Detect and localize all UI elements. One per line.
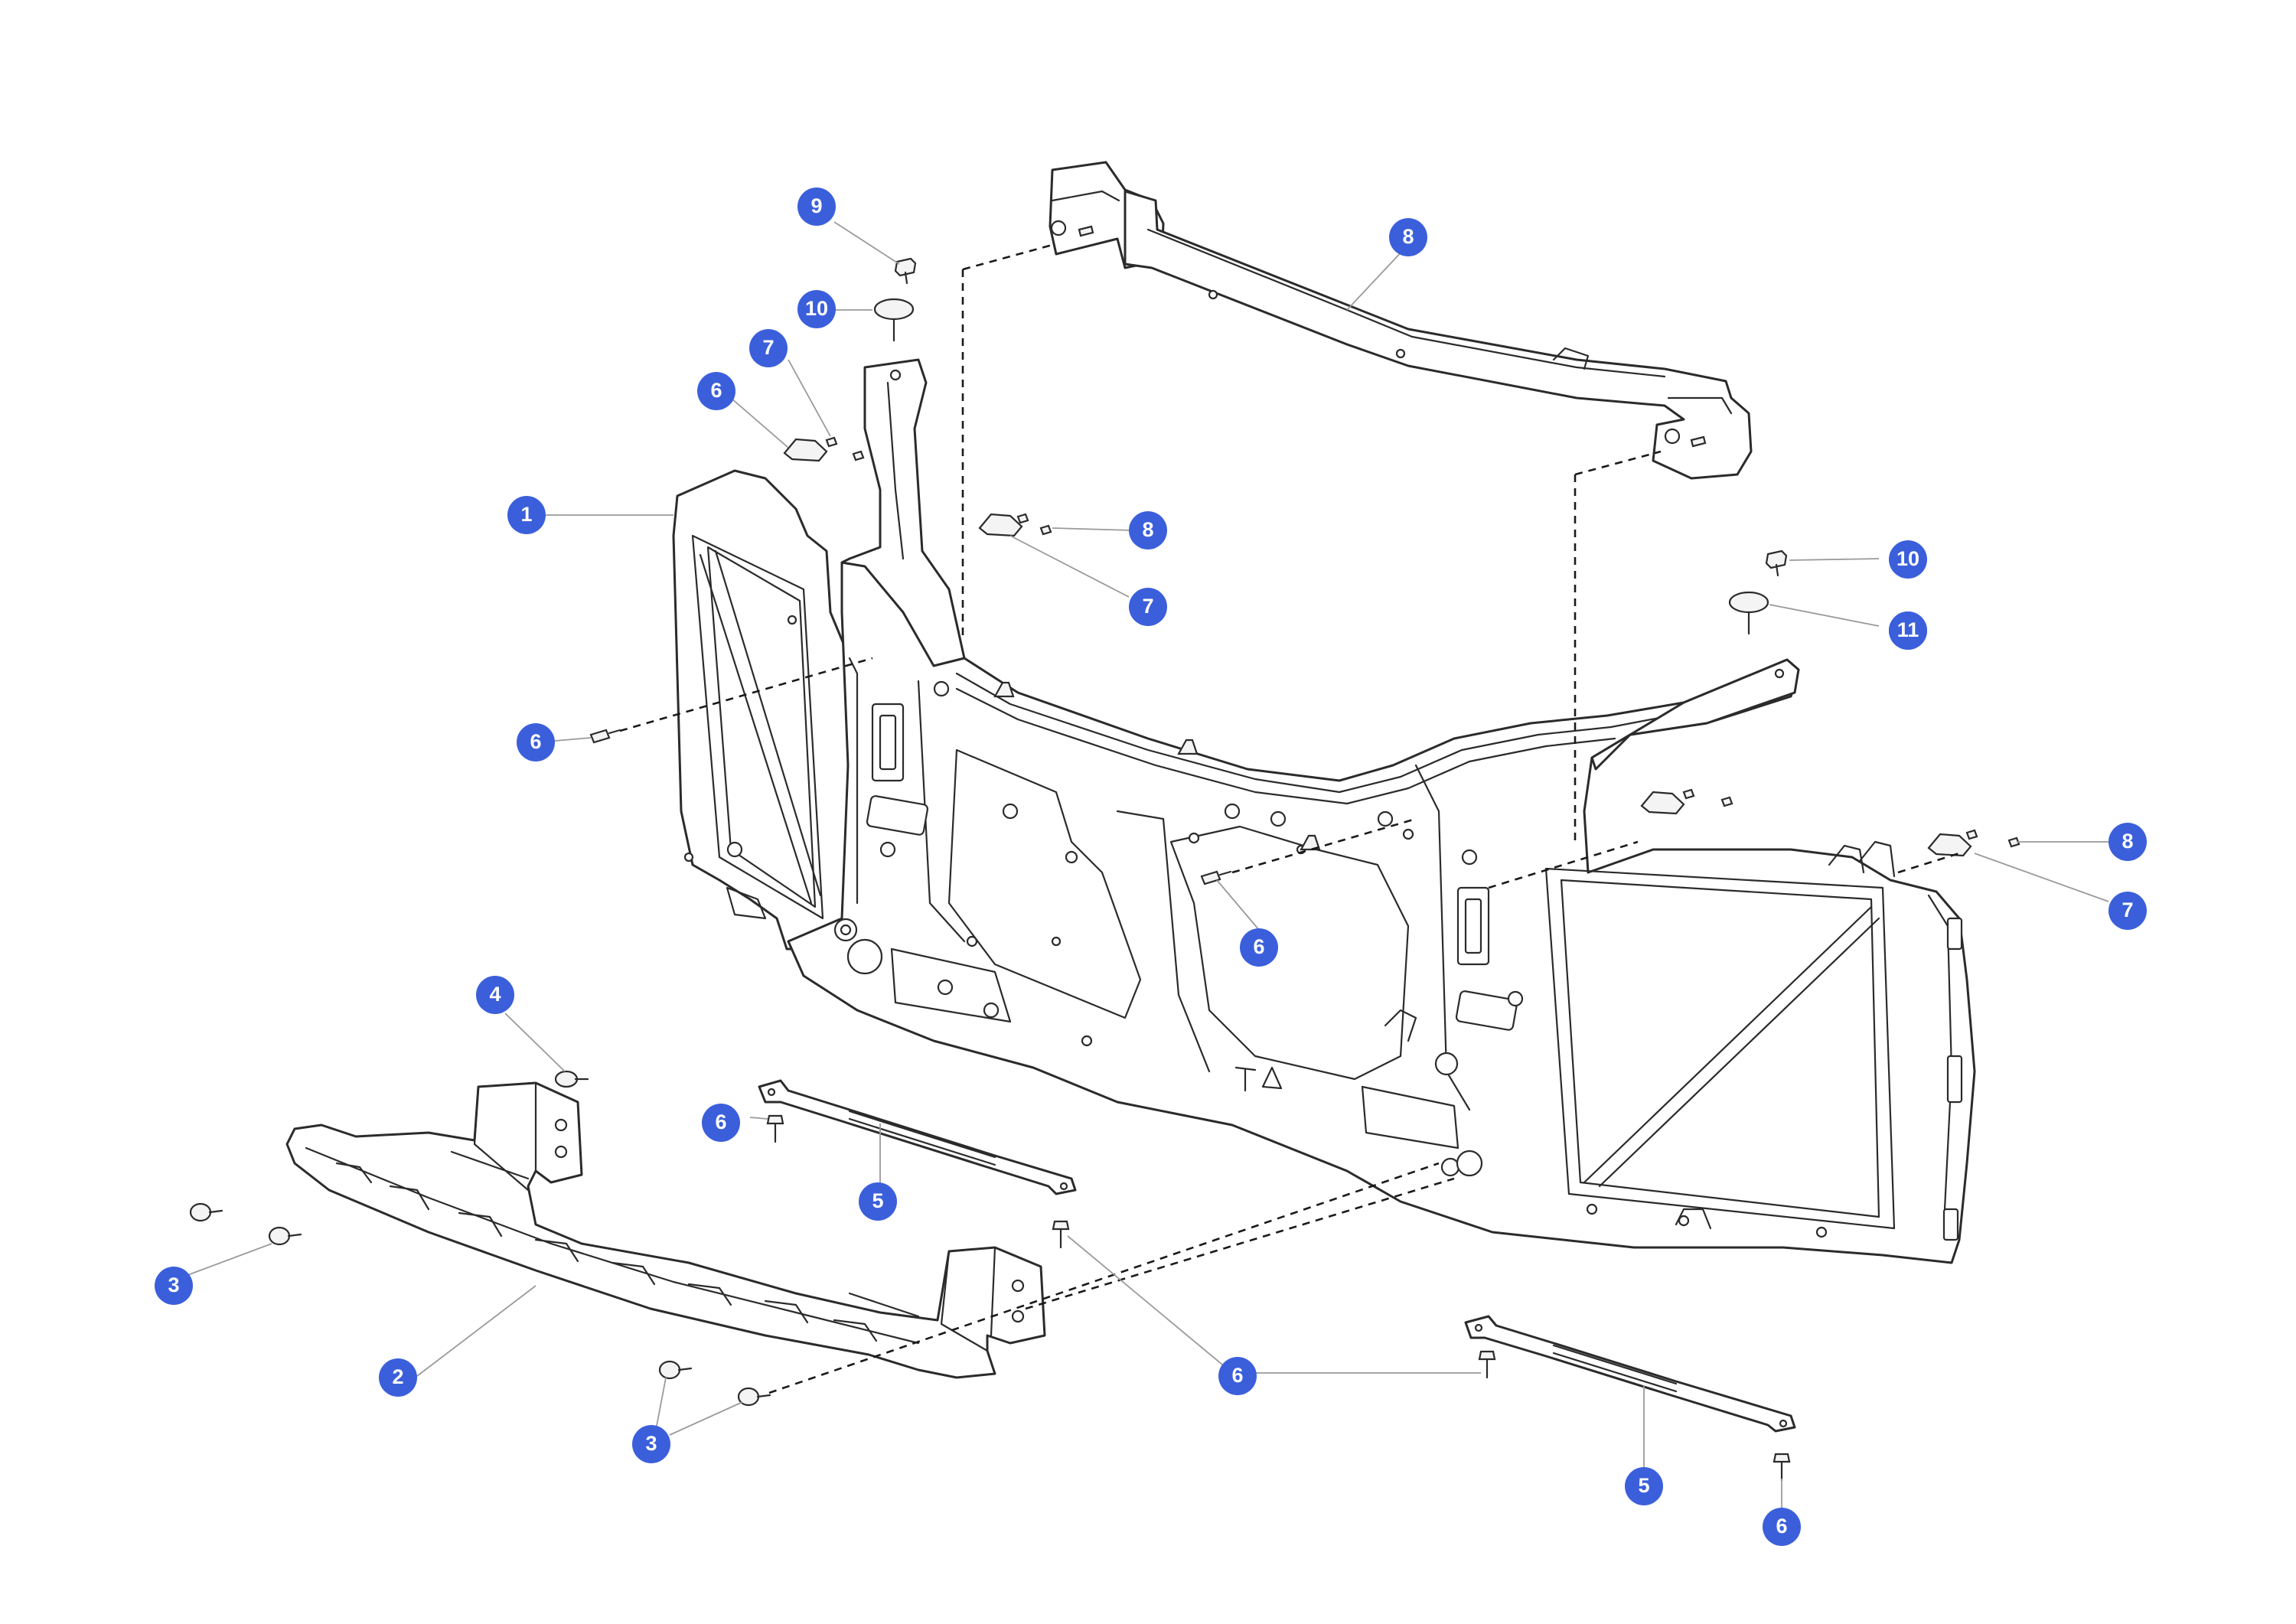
callout-circle <box>1763 1508 1801 1546</box>
callouts: 1233455666666777888910101111 <box>155 188 2147 1546</box>
callout-5: 5 <box>1625 1467 1663 1505</box>
callout-label: 8 <box>1142 518 1153 541</box>
callout-6: 6 <box>702 1104 740 1142</box>
callout-label: 10 <box>1896 547 1919 570</box>
callout-label: 2 <box>392 1365 403 1388</box>
callout-label: 4 <box>489 983 501 1006</box>
callout-11: 11 <box>1889 611 1927 650</box>
callout-8: 8 <box>1129 511 1167 549</box>
callout-circle <box>1129 511 1167 549</box>
callout-label: 5 <box>872 1189 883 1212</box>
leader-lines <box>183 221 2109 1508</box>
callout-circle <box>749 329 788 367</box>
callout-circle <box>517 723 555 761</box>
callout-label: 8 <box>1402 225 1414 248</box>
callout-7: 7 <box>749 329 788 367</box>
callout-label: 8 <box>2122 830 2133 853</box>
callout-circle <box>507 496 546 534</box>
callout-label: 6 <box>715 1110 726 1133</box>
strap-right <box>1464 1315 1796 1433</box>
callout-circle <box>697 372 735 410</box>
callout-6: 6 <box>517 723 555 761</box>
assembly-lines <box>619 243 1960 1394</box>
callout-4: 4 <box>476 976 514 1014</box>
callout-label: 3 <box>168 1273 179 1296</box>
callout-10: 10 <box>797 290 836 328</box>
upper-cross-member <box>1049 161 1753 480</box>
callout-label: 6 <box>710 379 722 402</box>
callout-label: 6 <box>1253 935 1264 958</box>
callout-circle <box>1889 540 1927 579</box>
callout-circle <box>476 976 514 1014</box>
callout-circle <box>797 290 836 328</box>
callout-circle <box>2108 823 2147 861</box>
callout-3: 3 <box>155 1267 193 1305</box>
callout-label: 5 <box>1638 1474 1649 1497</box>
callout-circle <box>155 1267 193 1305</box>
front-module-carrier <box>672 358 1976 1264</box>
callout-circle <box>2108 892 2147 930</box>
callout-label: 9 <box>810 194 822 217</box>
fasteners <box>189 257 2020 1482</box>
callout-7: 7 <box>1129 588 1167 626</box>
callout-6: 6 <box>1240 928 1278 967</box>
callout-circle <box>859 1182 897 1221</box>
callout-6: 6 <box>697 372 735 410</box>
right-upper-arm <box>1590 658 1800 771</box>
callout-label: 7 <box>1142 595 1153 618</box>
callout-7: 7 <box>2108 892 2147 930</box>
callout-label: 6 <box>530 730 541 753</box>
callout-label: 1 <box>520 503 532 526</box>
callout-label: 11 <box>1897 618 1919 641</box>
callout-label: 6 <box>1776 1515 1787 1538</box>
callout-label: 6 <box>1231 1364 1243 1387</box>
callout-label: 7 <box>2122 898 2133 921</box>
callout-circle <box>632 1425 670 1463</box>
callout-circle <box>1389 218 1427 256</box>
callout-circle <box>1625 1467 1663 1505</box>
callout-circle <box>702 1104 740 1142</box>
callout-6: 6 <box>1763 1508 1801 1546</box>
callout-6: 6 <box>1218 1357 1257 1395</box>
callout-circle <box>379 1358 417 1397</box>
callout-8: 8 <box>2108 823 2147 861</box>
lower-bumper-beam <box>285 1081 1046 1379</box>
callout-1: 1 <box>507 496 546 534</box>
callout-circle <box>1240 928 1278 967</box>
callout-circle <box>1889 611 1927 650</box>
callout-label: 3 <box>645 1432 657 1455</box>
callout-label: 7 <box>762 336 774 359</box>
callout-5: 5 <box>859 1182 897 1221</box>
callout-circle <box>1129 588 1167 626</box>
callout-3: 3 <box>632 1425 670 1463</box>
strap-left <box>758 1079 1077 1195</box>
callout-9: 9 <box>797 188 836 226</box>
callout-2: 2 <box>379 1358 417 1397</box>
callout-circle <box>1218 1357 1257 1395</box>
callout-10: 10 <box>1889 540 1927 579</box>
callout-8: 8 <box>1389 218 1427 256</box>
callout-label: 10 <box>805 297 828 320</box>
callout-circle <box>797 188 836 226</box>
